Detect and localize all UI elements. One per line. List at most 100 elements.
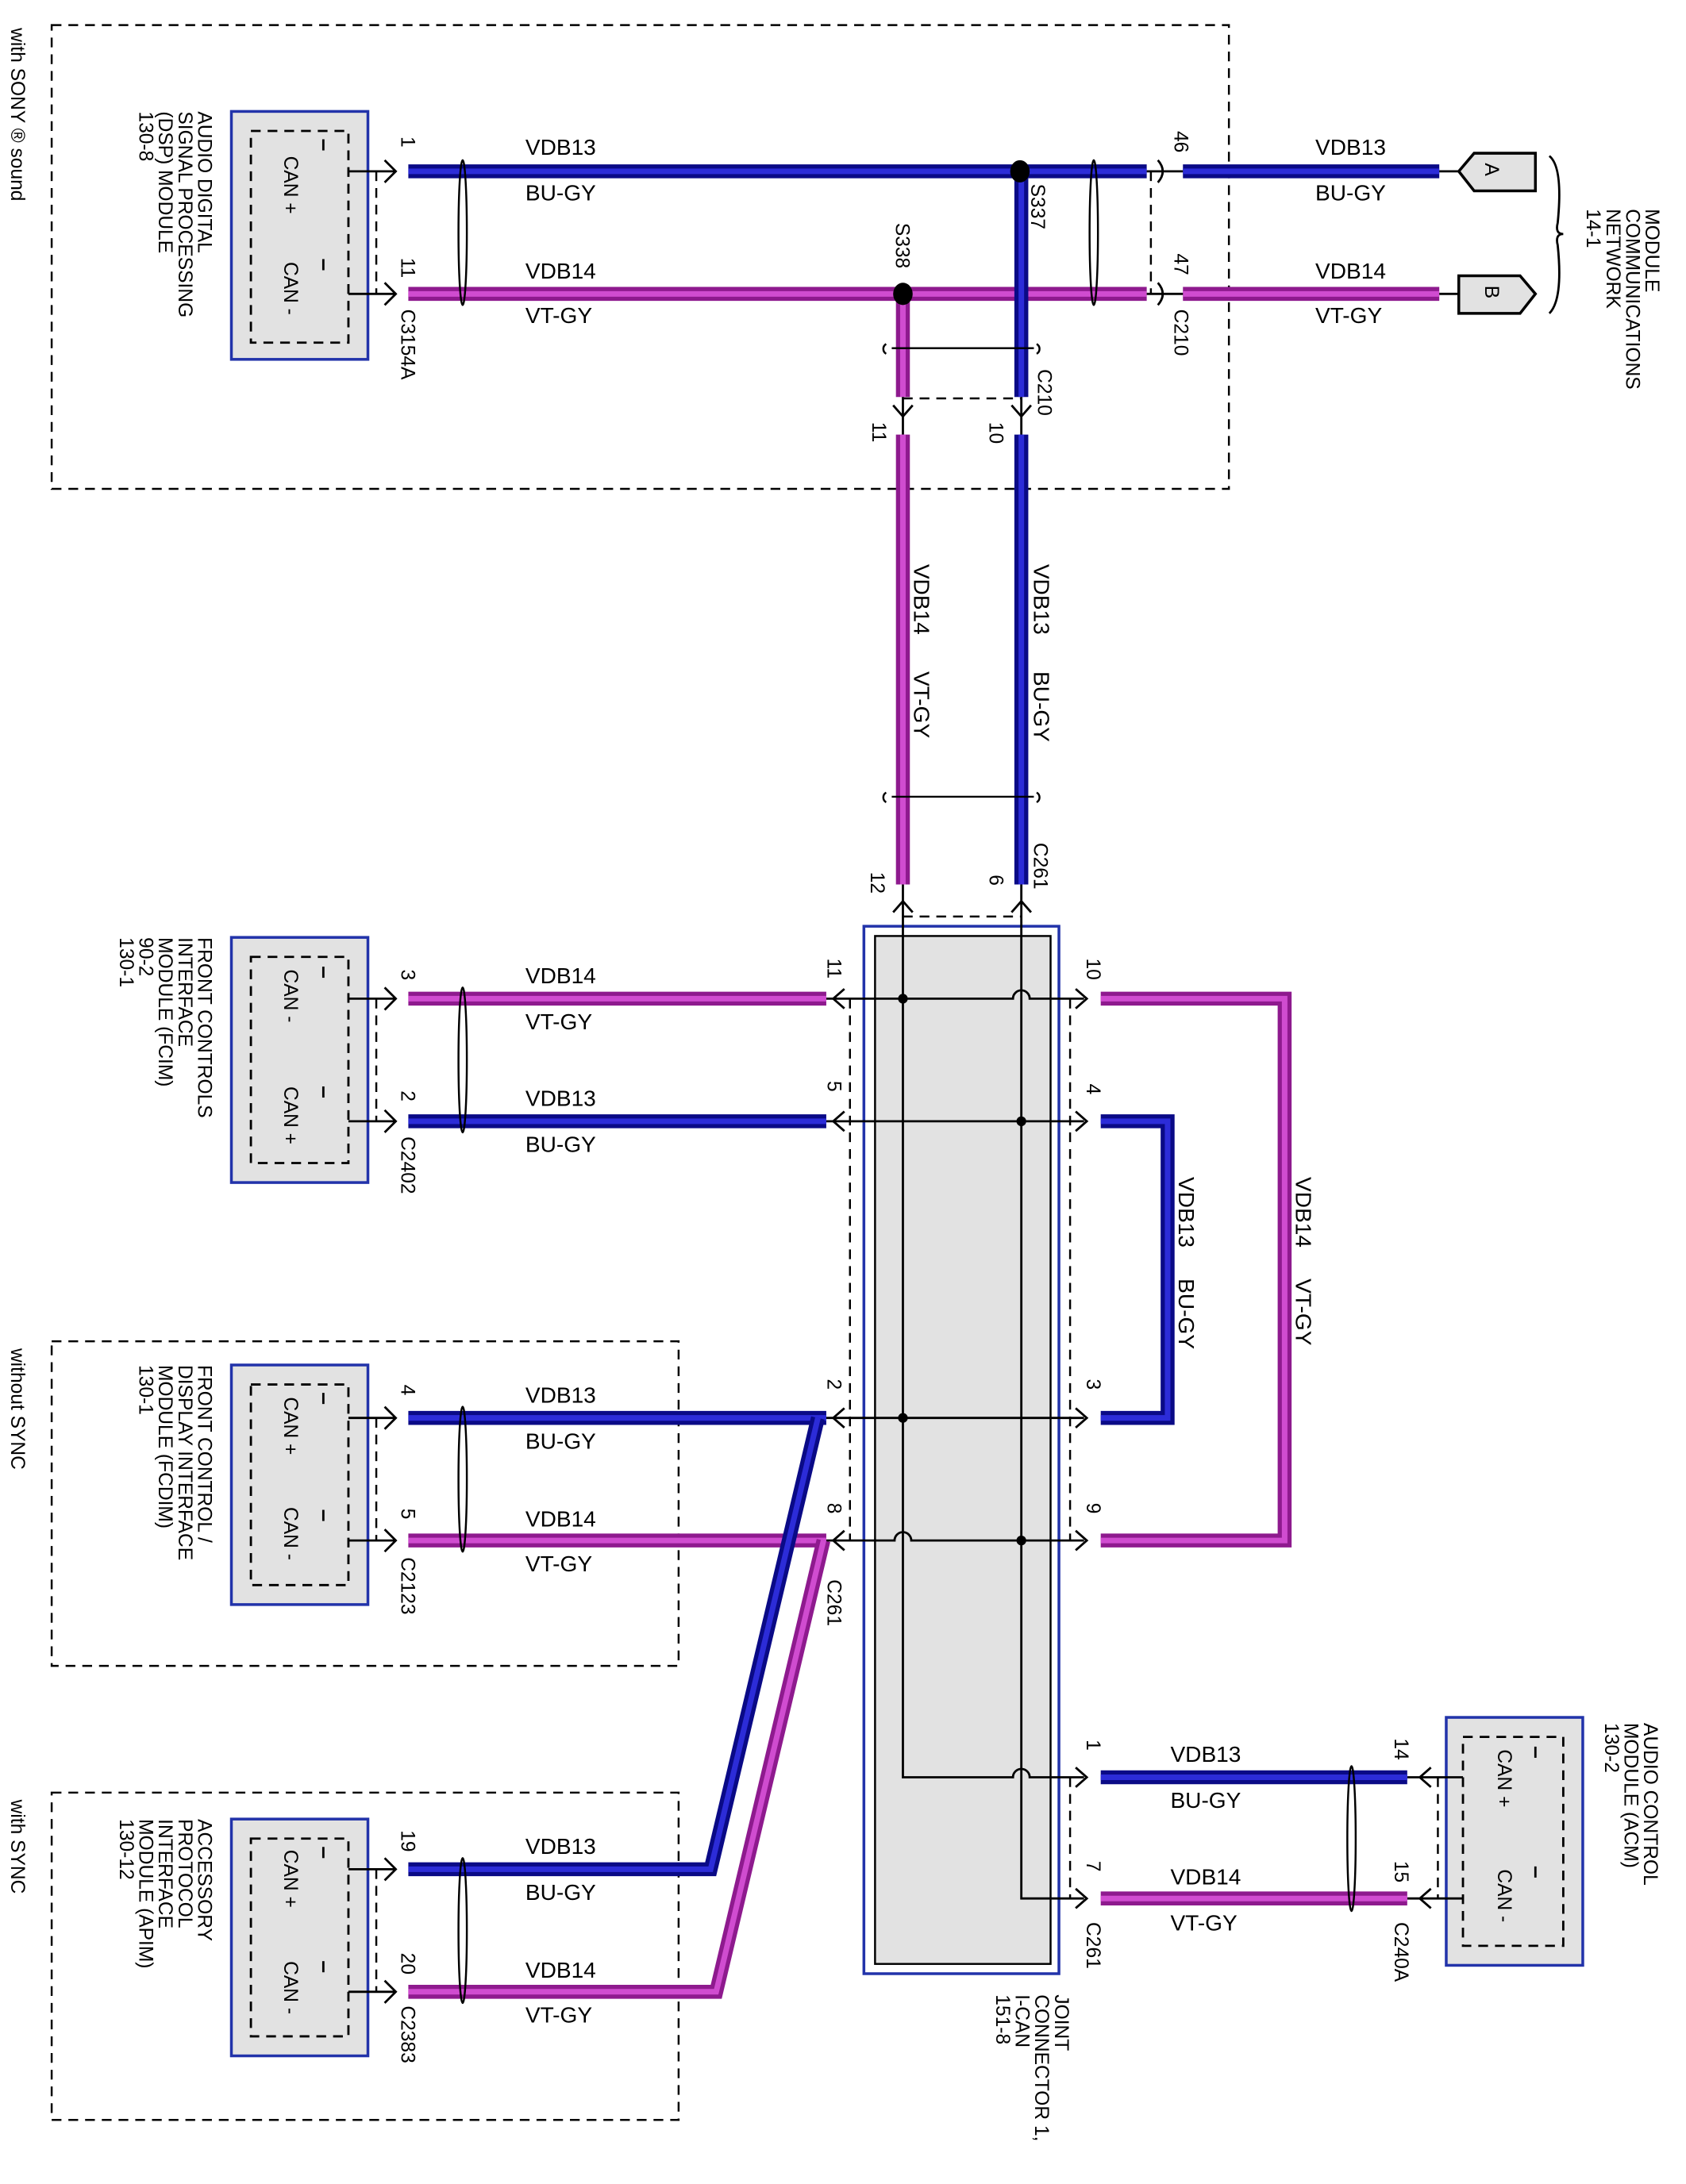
pin-number: 46 bbox=[1170, 131, 1191, 152]
network-label: 14-1 bbox=[1582, 209, 1603, 248]
can-minus-label: CAN - bbox=[1493, 1869, 1515, 1922]
pin-number: 8 bbox=[823, 1503, 845, 1514]
network-label: COMMUNICATIONS bbox=[1621, 209, 1642, 389]
pin-number: 11 bbox=[868, 422, 889, 443]
wire-color: BU-GY bbox=[525, 181, 596, 206]
wire-color: VT-GY bbox=[525, 303, 593, 328]
wire-color: BU-GY bbox=[525, 1132, 596, 1156]
acm-module[interactable]: CAN + CAN - bbox=[1445, 1716, 1584, 1967]
fcim-label: INTERFACE bbox=[174, 937, 195, 1047]
can-minus-label: CAN - bbox=[279, 1507, 301, 1560]
pin-number: 19 bbox=[397, 1830, 418, 1851]
wire-color: VT-GY bbox=[525, 2002, 593, 2027]
acm-label: AUDIO CONTROL bbox=[1639, 1723, 1661, 1886]
apim-label: PROTOCOL bbox=[174, 1819, 195, 1928]
offpage-a-label: A bbox=[1480, 163, 1502, 176]
acm-label: MODULE (ACM) bbox=[1620, 1723, 1642, 1868]
sony-option-label: with SONY ® sound bbox=[6, 27, 28, 201]
twisted-pair-icon bbox=[457, 986, 468, 1134]
connector-c261-label: C261 bbox=[1082, 1922, 1103, 1969]
can-minus-label: CAN - bbox=[279, 1961, 301, 2014]
pin-number: 5 bbox=[397, 1509, 418, 1520]
pin-number: 3 bbox=[1082, 1379, 1103, 1390]
pin-number: 1 bbox=[1082, 1740, 1103, 1751]
twisted-pair-icon bbox=[1088, 159, 1099, 306]
wire-label: VDB13 bbox=[1170, 1742, 1241, 1767]
joint-label: CONNECTOR 1, bbox=[1030, 1994, 1052, 2141]
fcdim-module[interactable]: CAN + CAN - bbox=[229, 1363, 370, 1606]
network-label: MODULE bbox=[1641, 209, 1662, 292]
wire-color: BU-GY bbox=[525, 1428, 596, 1453]
fcim-module[interactable]: CAN - CAN + bbox=[229, 936, 370, 1184]
joint-connector[interactable] bbox=[862, 925, 1060, 1975]
wire-label: VDB13 bbox=[525, 135, 596, 160]
wire-vdb14[interactable] bbox=[408, 1539, 830, 1999]
wire-label: VDB13 bbox=[525, 1382, 596, 1407]
pin-number: 1 bbox=[397, 136, 418, 148]
fcim-label: FRONT CONTROLS bbox=[193, 937, 214, 1117]
wire-color: BU-GY bbox=[1170, 1788, 1241, 1813]
wire-label: VDB14 bbox=[525, 1958, 596, 1982]
wire-color: VT-GY bbox=[525, 1551, 593, 1576]
connector-c2383-label: C2383 bbox=[397, 2005, 418, 2063]
connector-c240a-label: C240A bbox=[1390, 1922, 1411, 1982]
wire-label: VDB14 bbox=[525, 259, 596, 283]
twisted-pair-icon bbox=[457, 1857, 468, 2005]
wire-label: VDB14 bbox=[910, 564, 934, 635]
apim-label: 130-12 bbox=[115, 1819, 137, 1879]
can-plus-label: CAN + bbox=[279, 1397, 301, 1455]
fcim-label: MODULE (FCIM) bbox=[154, 937, 175, 1086]
network-label: NETWORK bbox=[1602, 209, 1623, 309]
wire-label: VDB13 bbox=[1174, 1177, 1199, 1248]
wire-stripe bbox=[1100, 995, 1288, 1544]
pin-number: 9 bbox=[1082, 1503, 1103, 1514]
wire-vdb14[interactable] bbox=[1100, 991, 1292, 1548]
wire-label: VDB14 bbox=[1315, 259, 1386, 283]
connector-c261-label: C261 bbox=[1029, 843, 1050, 890]
connector-c210-label: C210 bbox=[1034, 369, 1055, 416]
with-sync-option-box bbox=[50, 1791, 680, 2121]
joint-label: 151-8 bbox=[991, 1994, 1013, 2044]
twisted-pair-icon bbox=[457, 159, 468, 306]
pin-number: 7 bbox=[1082, 1861, 1103, 1872]
without-sync-option-box bbox=[50, 1340, 680, 1667]
pin-number: 11 bbox=[823, 959, 845, 979]
pin-number: 15 bbox=[1390, 1861, 1411, 1882]
wire-label: VDB13 bbox=[525, 1086, 596, 1111]
twisted-pair-icon bbox=[882, 791, 1041, 804]
pin-number: 47 bbox=[1170, 253, 1191, 275]
splice-s338-label: S338 bbox=[891, 223, 913, 268]
wire-vdb13[interactable] bbox=[1100, 1114, 1175, 1425]
dsp-label: (DSP) MODULE bbox=[154, 111, 175, 253]
wire-color: VT-GY bbox=[910, 671, 934, 739]
fcim-label: 130-1 bbox=[115, 937, 137, 987]
offpage-connector-a[interactable] bbox=[1457, 152, 1538, 193]
wire-label: VDB14 bbox=[1291, 1177, 1315, 1248]
apim-module[interactable]: CAN + CAN - bbox=[229, 1817, 370, 2058]
wire-label: VDB14 bbox=[525, 963, 596, 988]
offpage-connector-b[interactable] bbox=[1457, 274, 1538, 315]
fcdim-label: DISPLAY INTERFACE bbox=[174, 1365, 195, 1560]
twisted-pair-icon bbox=[457, 1405, 468, 1553]
pin-number: 5 bbox=[823, 1081, 845, 1092]
fcdim-label: MODULE (FCDIM) bbox=[154, 1365, 175, 1528]
pin-number: 12 bbox=[866, 872, 887, 894]
wire-stripe bbox=[1100, 1118, 1171, 1421]
dsp-module[interactable]: CAN + CAN - bbox=[229, 110, 370, 361]
apim-label: INTERFACE bbox=[154, 1819, 175, 1928]
fcdim-label: FRONT CONTROL / bbox=[193, 1365, 214, 1543]
wire-label: VDB14 bbox=[525, 1507, 596, 1532]
can-plus-label: CAN + bbox=[279, 156, 301, 214]
pin-number: 20 bbox=[397, 1953, 418, 1974]
wire-color: VT-GY bbox=[525, 1009, 593, 1034]
connector-c2402-label: C2402 bbox=[397, 1136, 418, 1194]
sony-option-box bbox=[50, 24, 1230, 490]
pin-number: 2 bbox=[397, 1090, 418, 1102]
dsp-label: AUDIO DIGITAL bbox=[193, 111, 214, 252]
wire-color: BU-GY bbox=[1174, 1278, 1199, 1349]
without-sync-label: without SYNC bbox=[6, 1348, 28, 1470]
pin-number: 10 bbox=[1082, 959, 1103, 980]
with-sync-label: with SYNC bbox=[6, 1799, 28, 1894]
pin-number: 11 bbox=[397, 258, 418, 279]
